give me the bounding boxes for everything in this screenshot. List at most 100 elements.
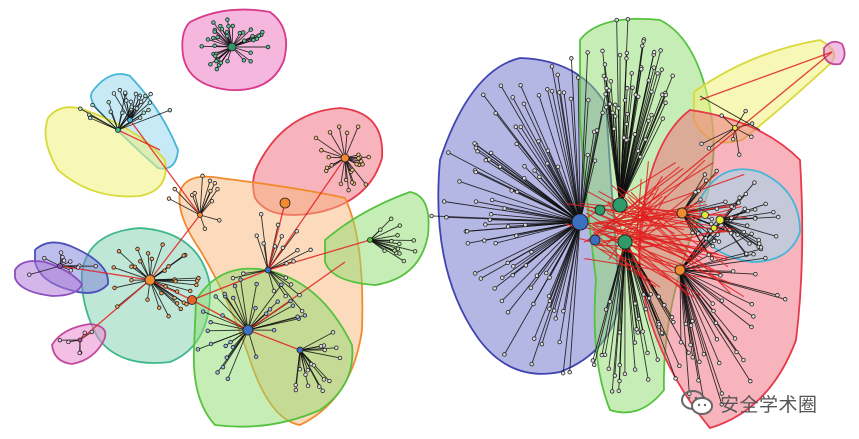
leaf-node	[253, 305, 258, 311]
leaf-node	[611, 126, 617, 131]
leaf-node	[363, 182, 369, 187]
leaf-node	[346, 187, 351, 193]
leaf-node	[192, 191, 197, 196]
edge	[501, 221, 581, 279]
leaf-node	[531, 301, 536, 307]
leaf-node	[327, 130, 333, 135]
edge	[515, 126, 581, 223]
leaf-node	[305, 368, 310, 373]
leaf-node	[663, 92, 668, 98]
edge	[533, 221, 581, 339]
leaf-node	[145, 297, 150, 302]
leaf-node	[734, 349, 739, 355]
edge	[679, 269, 752, 328]
leaf-node	[137, 115, 143, 120]
edge	[614, 104, 621, 206]
edge	[619, 115, 652, 206]
leaf-node	[655, 357, 660, 362]
leaf-node	[350, 167, 355, 173]
hub-node	[227, 42, 237, 52]
edge	[545, 221, 581, 274]
edge	[533, 221, 581, 305]
leaf-node	[502, 206, 507, 211]
edge	[117, 117, 141, 131]
leaf-node	[624, 137, 629, 143]
leaf-node	[205, 328, 210, 333]
hull-yellow-left	[44, 106, 167, 198]
leaf-node	[366, 154, 371, 160]
leaf-node	[633, 301, 638, 306]
leaf-node	[743, 108, 748, 114]
leaf-node	[148, 91, 153, 97]
leaf-node	[240, 30, 246, 35]
edge	[546, 89, 581, 223]
leaf-node	[749, 302, 755, 307]
leaf-node	[288, 298, 293, 304]
leaf-node	[337, 355, 343, 361]
edge	[679, 269, 690, 394]
leaf-node	[555, 72, 560, 77]
edge	[523, 177, 581, 223]
leaf-node	[284, 261, 289, 266]
edge	[369, 239, 392, 242]
leaf-node	[704, 178, 709, 183]
leaf-node	[66, 339, 71, 345]
leaf-node	[537, 174, 542, 179]
leaf-node	[610, 110, 615, 115]
leaf-node	[329, 163, 334, 168]
leaf-node	[465, 241, 471, 246]
leaf-node	[663, 100, 668, 105]
edge	[247, 284, 258, 331]
edge	[199, 175, 203, 216]
leaf-node	[271, 327, 277, 333]
edge	[344, 126, 359, 159]
leaf-node	[319, 148, 324, 153]
leaf-node	[382, 248, 387, 253]
edge	[256, 235, 269, 271]
leaf-node	[82, 330, 87, 336]
hub-node	[732, 125, 738, 131]
edge	[624, 241, 680, 366]
leaf-node	[211, 20, 216, 25]
leaf-node	[505, 310, 511, 315]
edge	[199, 190, 211, 216]
leaf-node	[212, 53, 218, 59]
leaf-node	[576, 75, 581, 80]
edge	[199, 214, 220, 221]
edge	[553, 221, 581, 311]
edge	[227, 329, 249, 379]
leaf-node	[279, 282, 284, 288]
leaf-node	[671, 319, 676, 325]
leaf-node	[225, 17, 230, 22]
leaf-node	[457, 179, 462, 184]
nodes-layer	[27, 17, 788, 407]
leaf-node	[719, 402, 724, 407]
edge	[202, 311, 249, 331]
leaf-node	[656, 294, 661, 299]
edge	[113, 267, 151, 281]
leaf-node	[488, 212, 494, 217]
leaf-node	[112, 285, 117, 291]
edge	[616, 20, 621, 206]
leaf-node	[737, 152, 742, 157]
leaf-node	[231, 295, 236, 301]
leaf-node	[617, 378, 622, 384]
leaf-node	[505, 224, 511, 229]
edge	[299, 349, 320, 387]
leaf-node	[728, 230, 734, 236]
leaf-node	[590, 358, 596, 363]
edge	[679, 269, 720, 364]
leaf-node	[560, 370, 566, 376]
leaf-node	[172, 295, 177, 301]
edge	[315, 137, 346, 159]
edge	[569, 221, 581, 373]
leaf-node	[145, 251, 151, 256]
cross-edge	[59, 265, 151, 281]
edge	[247, 316, 298, 331]
leaf-node	[184, 302, 189, 307]
leaf-node	[254, 36, 260, 41]
leaf-node	[242, 38, 247, 43]
leaf-node	[68, 268, 74, 273]
leaf-node	[355, 124, 361, 129]
edge	[125, 100, 131, 121]
